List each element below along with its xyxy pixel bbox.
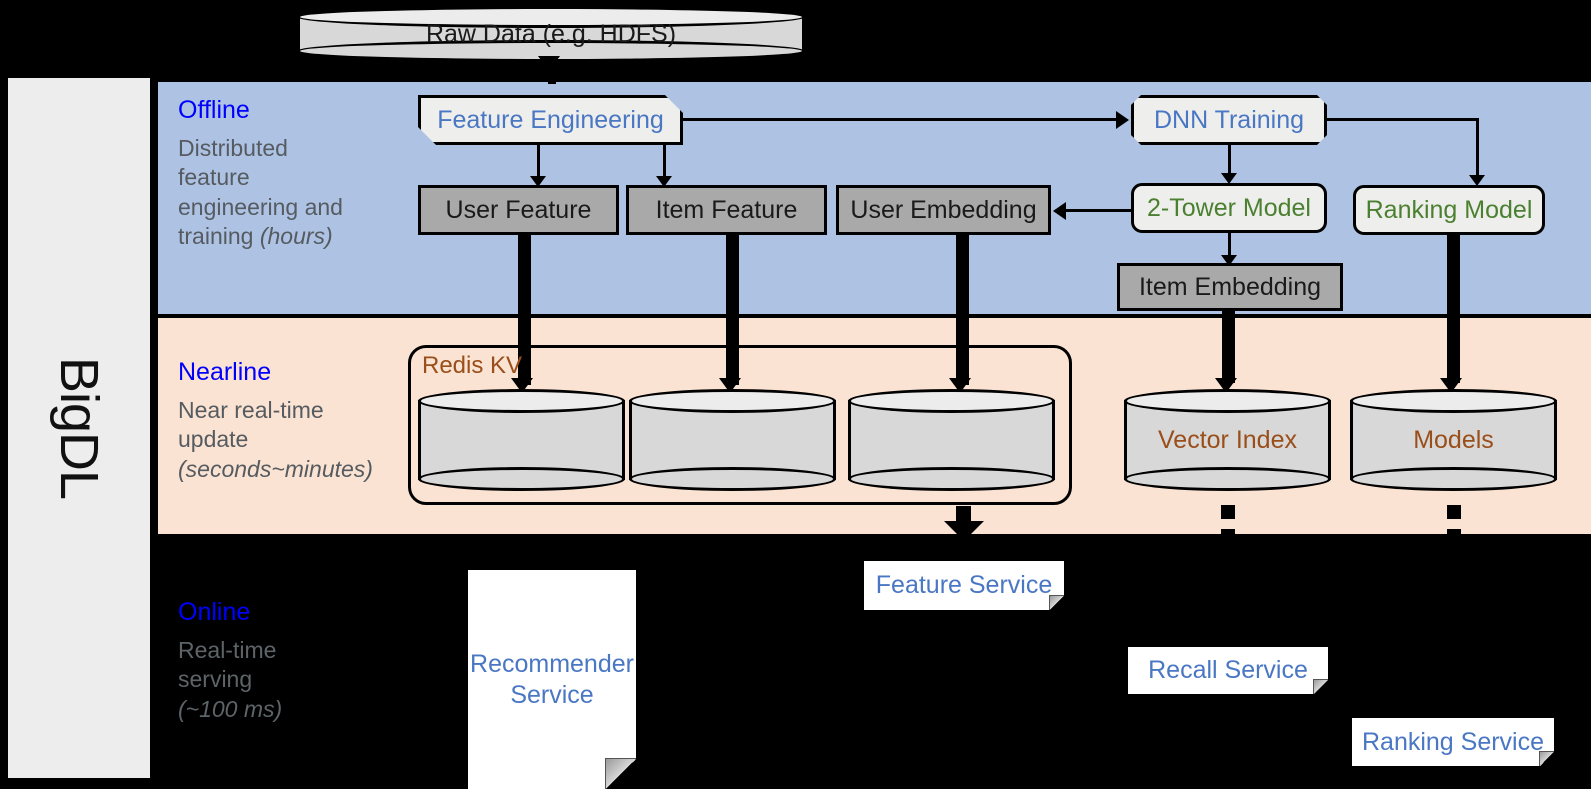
- cylinder-top: [1124, 389, 1331, 413]
- cylinder-top: [848, 389, 1055, 413]
- bigdl-label: BigDL: [49, 356, 109, 500]
- feature-engineering-box[interactable]: Feature Engineering: [418, 95, 683, 145]
- kv-store-cylinder-2: [629, 389, 836, 491]
- arrowhead-fe-itemfeature: [656, 176, 672, 187]
- kv-store-cylinder-1: [418, 389, 625, 491]
- user-feature-label: User Feature: [445, 195, 592, 224]
- offline-desc-line4: training: [178, 223, 260, 250]
- nearline-desc-line2: update: [178, 426, 249, 453]
- caption-nearline: Nearline Near real-time update (seconds~…: [178, 358, 408, 484]
- user-embedding-label: User Embedding: [850, 195, 1037, 224]
- nearline-desc-line1: Near real-time: [178, 397, 324, 423]
- models-cylinder: Models: [1350, 389, 1557, 491]
- user-embedding-box[interactable]: User Embedding: [836, 185, 1051, 235]
- offline-description: Distributed feature engineering and trai…: [178, 134, 408, 252]
- connector-fe-userfeature: [537, 145, 540, 181]
- recommender-service-label-line2: Service: [510, 680, 594, 709]
- cylinder-bottom: [629, 467, 836, 491]
- connector-fe-dnn: [683, 118, 1116, 121]
- recall-service-box[interactable]: Recall Service: [1128, 647, 1328, 694]
- online-desc-line2: serving: [178, 666, 253, 693]
- dash-models-ranking-2: [1447, 529, 1461, 543]
- two-tower-model-box[interactable]: 2-Tower Model: [1131, 183, 1327, 233]
- offline-desc-line3: engineering and: [178, 193, 343, 220]
- recommender-service-box[interactable]: Recommender Service: [468, 570, 636, 789]
- nearline-title: Nearline: [178, 358, 272, 386]
- online-title: Online: [178, 598, 251, 626]
- cylinder-bottom: [848, 467, 1055, 491]
- feed-itemembedding-vectorindex: [1222, 311, 1235, 383]
- caption-online: Online Real-time serving (~100 ms): [178, 598, 408, 724]
- arrowhead-fe-dnn: [1116, 111, 1129, 129]
- dash-redis-featureservice: [956, 506, 971, 521]
- arrowhead-twotower-userembedding: [1053, 202, 1066, 220]
- arrowhead-redis-featureservice: [944, 521, 984, 541]
- dnn-training-box[interactable]: DNN Training: [1131, 95, 1327, 145]
- ranking-service-box[interactable]: Ranking Service: [1352, 718, 1554, 766]
- raw-data-cylinder: Raw Data (e.g. HDFS): [297, 6, 805, 62]
- dash-vectorindex-recall-2: [1221, 529, 1235, 543]
- recall-service-label: Recall Service: [1148, 656, 1308, 684]
- arrowhead-rawdata-fe: [538, 56, 560, 71]
- offline-title: Offline: [178, 96, 250, 124]
- offline-desc-italic: (hours): [259, 223, 333, 250]
- arrowhead-twotower-itememb: [1221, 255, 1237, 266]
- item-feature-label: Item Feature: [655, 195, 798, 224]
- connector-fe-itemfeature: [663, 145, 666, 181]
- feature-engineering-label: Feature Engineering: [437, 105, 664, 134]
- ranking-model-label: Ranking Model: [1365, 195, 1533, 224]
- redis-kv-container: [408, 345, 1072, 505]
- arrowhead-dnn-twotower: [1221, 173, 1237, 184]
- feature-service-label: Feature Service: [875, 571, 1053, 599]
- redis-kv-label: Redis KV: [422, 352, 523, 379]
- bigdl-rail: BigDL: [8, 78, 150, 778]
- connector-rawdata-fe: [548, 62, 556, 84]
- cylinder-bottom: [1124, 467, 1331, 491]
- nearline-description: Near real-time update (seconds~minutes): [178, 396, 408, 484]
- online-desc-line1: Real-time: [178, 637, 277, 663]
- ranking-model-box[interactable]: Ranking Model: [1353, 185, 1545, 235]
- recommender-service-label-line1: Recommender: [470, 650, 634, 678]
- connector-dnn-ranking-vert: [1476, 118, 1479, 180]
- feed-rankingmodel-models: [1447, 235, 1460, 383]
- cylinder-top: [1350, 389, 1557, 413]
- cylinder-top: [418, 389, 625, 413]
- cylinder-bottom: [1350, 467, 1557, 491]
- dash-vectorindex-recall-1: [1221, 505, 1235, 519]
- online-description: Real-time serving (~100 ms): [178, 636, 408, 724]
- connector-twotower-itememb: [1228, 233, 1231, 261]
- dash-models-ranking-1: [1447, 505, 1461, 519]
- two-tower-model-label: 2-Tower Model: [1147, 193, 1311, 222]
- offline-desc-line2: feature: [178, 164, 250, 191]
- arrowhead-fe-userfeature: [530, 176, 546, 187]
- nearline-desc-italic: (seconds~minutes): [178, 455, 373, 482]
- cylinder-top: [629, 389, 836, 413]
- connector-dnn-twotower: [1228, 145, 1231, 178]
- vector-index-cylinder: Vector Index: [1124, 389, 1331, 491]
- item-feature-box[interactable]: Item Feature: [626, 185, 827, 235]
- feature-service-box[interactable]: Feature Service: [864, 561, 1064, 610]
- item-embedding-box[interactable]: Item Embedding: [1117, 263, 1343, 311]
- connector-dnn-ranking-horiz: [1327, 118, 1479, 121]
- item-embedding-label: Item Embedding: [1138, 272, 1322, 301]
- offline-desc-line1: Distributed: [178, 135, 288, 161]
- cylinder-bottom: [418, 467, 625, 491]
- online-desc-italic: (~100 ms): [178, 695, 283, 722]
- cylinder-top: [297, 6, 805, 28]
- kv-store-cylinder-3: [848, 389, 1055, 491]
- user-feature-box[interactable]: User Feature: [418, 185, 619, 235]
- dnn-training-label: DNN Training: [1153, 105, 1305, 134]
- ranking-service-label: Ranking Service: [1361, 727, 1545, 756]
- caption-offline: Offline Distributed feature engineering …: [178, 96, 408, 252]
- connector-twotower-userembedding: [1066, 209, 1131, 212]
- arrowhead-dnn-ranking: [1469, 175, 1485, 186]
